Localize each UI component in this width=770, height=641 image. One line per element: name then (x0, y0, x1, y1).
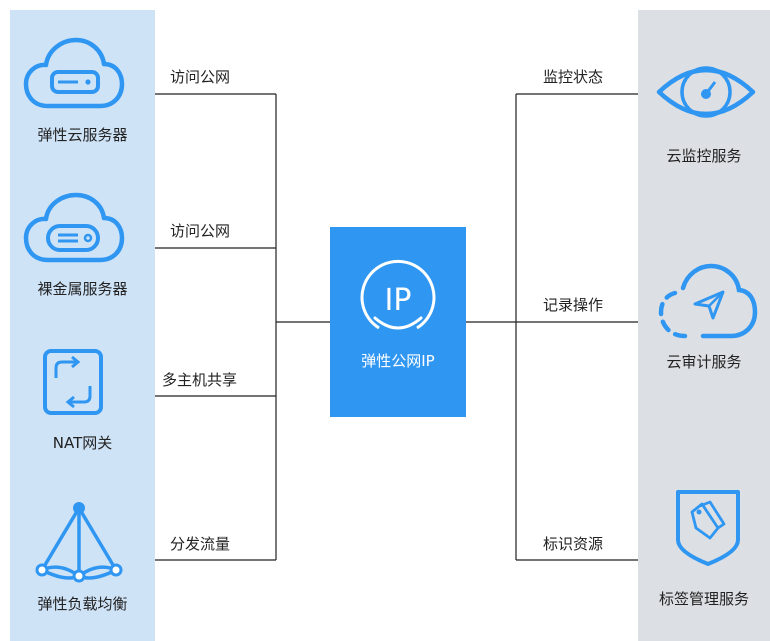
node-label-ecs: 弹性云服务器 (37, 126, 128, 144)
edge-label-identify-resources: 标识资源 (543, 535, 604, 553)
node-label-nat: NAT网关 (52, 434, 113, 452)
tag-manager-icon (676, 490, 740, 566)
node-label-bms: 裸金属服务器 (37, 280, 128, 298)
cloud-eye-icon (656, 66, 756, 118)
node-label-cts: 云审计服务 (666, 353, 742, 371)
cloud-server-icon (23, 37, 125, 109)
node-label-tms: 标签管理服务 (658, 590, 749, 608)
edge-label-access-internet-1: 访问公网 (170, 68, 231, 86)
edge-label-distribute-traffic: 分发流量 (170, 535, 231, 553)
node-label-ces: 云监控服务 (666, 147, 742, 165)
ip-icon: IP (360, 259, 436, 330)
bare-metal-cloud-icon (23, 192, 125, 263)
edge-label-monitor-status: 监控状态 (543, 68, 604, 86)
node-label-elb: 弹性负载均衡 (37, 595, 128, 613)
cloud-trace-icon (658, 263, 758, 339)
center-label: 弹性公网IP (361, 352, 435, 370)
edge-label-multi-host-share: 多主机共享 (162, 371, 238, 389)
left-panel (10, 10, 155, 641)
ip-icon-text: IP (385, 283, 412, 318)
load-balancer-icon (35, 502, 123, 583)
edge-label-record-operations: 记录操作 (543, 296, 604, 314)
center-node-eip (330, 227, 466, 417)
edge-label-access-internet-2: 访问公网 (170, 222, 231, 240)
nat-gateway-icon (43, 349, 103, 415)
